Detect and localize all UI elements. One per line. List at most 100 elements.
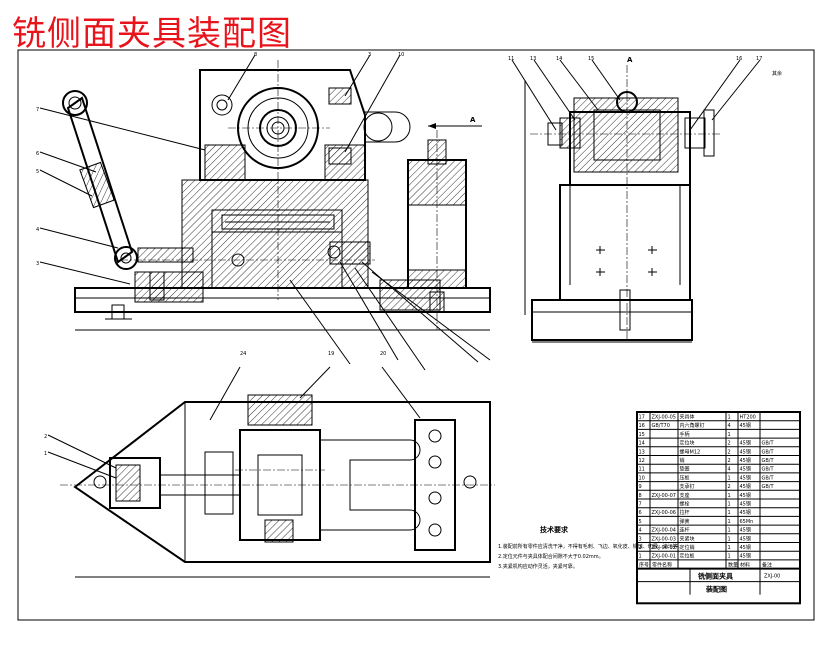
bom-cell: 1 — [639, 554, 642, 560]
bom-cell: ZXJ-00-01 — [652, 554, 676, 560]
bom-cell: 45钢 — [740, 466, 751, 473]
svg-text:5: 5 — [36, 169, 39, 175]
svg-text:3: 3 — [368, 52, 371, 58]
bom-cell: GB/T70 — [652, 423, 670, 429]
svg-text:6: 6 — [36, 151, 39, 157]
svg-text:3: 3 — [36, 261, 39, 267]
bom-header-cell: 序号 — [639, 562, 649, 569]
bom-cell: 45钢 — [740, 457, 751, 464]
bom-cell: 45钢 — [740, 501, 751, 508]
svg-text:20: 20 — [380, 351, 386, 357]
svg-text:11: 11 — [508, 56, 514, 62]
title-block-name: 铣侧面夹具 — [697, 572, 733, 581]
svg-text:13: 13 — [530, 56, 536, 62]
bom-cell: 4 — [728, 467, 731, 473]
surface-finish-note: 其余 — [772, 70, 782, 77]
bom-cell: 4 — [639, 528, 642, 534]
tech-requirements: 技术要求 1.装配前所有零件应清洗干净，不得有毛刺、飞边、氧化皮、锈蚀、切屑、油… — [498, 525, 683, 570]
bom-cell: GB/T — [762, 449, 775, 455]
svg-text:14: 14 — [556, 56, 562, 62]
bom-cell: 2 — [728, 484, 731, 490]
bom-cell: 3 — [639, 536, 642, 542]
bom-cell: 1 — [728, 432, 731, 438]
bom-cell: GB/T — [762, 441, 775, 447]
bom-cell: 1 — [728, 528, 731, 534]
bom-cell: 2 — [639, 545, 642, 551]
bom-cell: 14 — [639, 441, 645, 447]
bom-cell: 2 — [728, 441, 731, 447]
bom-cell: 支座 — [680, 492, 690, 499]
bom-cell: 45钢 — [740, 509, 751, 516]
bom-header-cell: 数量 — [728, 562, 738, 569]
drawing-title: 铣侧面夹具装配图 — [12, 14, 292, 54]
bom-cell: 45钢 — [740, 527, 751, 534]
sheet-border — [17, 49, 815, 621]
bom-cell: 拉杆 — [680, 509, 690, 516]
bom-cell: 12 — [639, 458, 645, 464]
bom-cell: 45钢 — [740, 422, 751, 429]
title-block-sub: 装配图 — [705, 585, 727, 594]
bom-cell: 45钢 — [740, 544, 751, 551]
bom-cell: 定位销 — [680, 544, 695, 551]
svg-text:A: A — [627, 56, 633, 64]
section-mark-a: A — [470, 116, 476, 124]
bom-cell: 45钢 — [740, 440, 751, 447]
bom-cell: 9 — [639, 484, 642, 490]
bom-cell: 螺母M12 — [680, 448, 701, 455]
bom-cell: 支承钉 — [680, 483, 695, 490]
tech-req-line-1: 1.装配前所有零件应清洗干净，不得有毛刺、飞边、氧化皮、锈蚀、切屑、油污等。 — [498, 543, 683, 550]
bom-cell: 15 — [639, 432, 645, 438]
svg-text:7: 7 — [36, 107, 39, 113]
svg-text:10: 10 — [398, 52, 404, 58]
svg-text:1: 1 — [44, 451, 47, 457]
title-block-drawing-no: ZXJ-00 — [764, 574, 780, 580]
bom-cell: ZXJ-00-05 — [652, 415, 676, 421]
bom-cell: ZXJ-00-02 — [652, 545, 676, 551]
bom-cell: 45钢 — [740, 448, 751, 455]
svg-text:15: 15 — [588, 56, 594, 62]
bom-cell: 8 — [639, 493, 642, 499]
bom-cell: 45钢 — [740, 553, 751, 560]
bom-cell: 45钢 — [740, 483, 751, 490]
bom-cell: 螺栓 — [680, 501, 690, 508]
bom-cell: 1 — [728, 510, 731, 516]
bom-cell: 弹簧 — [680, 518, 690, 525]
bom-cell: 45钢 — [740, 492, 751, 499]
bom-cell: 16 — [639, 423, 645, 429]
bom-row: 11 垫圈 4 45钢 GB/T — [637, 466, 800, 474]
bom-cell: 1 — [728, 536, 731, 542]
bom-cell: 1 — [728, 493, 731, 499]
bom-cell: GB/T — [762, 458, 775, 464]
bom-cell: HT200 — [740, 415, 756, 421]
bom-cell: ZXJ-00-06 — [652, 510, 676, 516]
tech-req-line-3: 3.夹紧机构应动作灵活，夹紧可靠。 — [498, 563, 578, 570]
bom-header-cell: 材料 — [740, 562, 750, 569]
bom-cell: 夹具体 — [680, 414, 695, 421]
bom-cell: GB/T — [762, 467, 775, 473]
bom-cell: 1 — [728, 519, 731, 525]
bom-cell: 11 — [639, 467, 645, 473]
bom-cell: 45钢 — [740, 474, 751, 481]
bom-cell: 10 — [639, 475, 645, 481]
bom-cell: GB/T — [762, 475, 775, 481]
bom-cell: 垫圈 — [680, 466, 690, 473]
svg-text:4: 4 — [36, 227, 39, 233]
top-view: 2 1 24 19 20 — [44, 351, 495, 578]
bom-cell: ZXJ-00-03 — [652, 536, 676, 542]
bom-cell: 7 — [639, 502, 642, 508]
bom-cell: 1 — [728, 554, 731, 560]
tech-req-heading: 技术要求 — [540, 525, 569, 534]
